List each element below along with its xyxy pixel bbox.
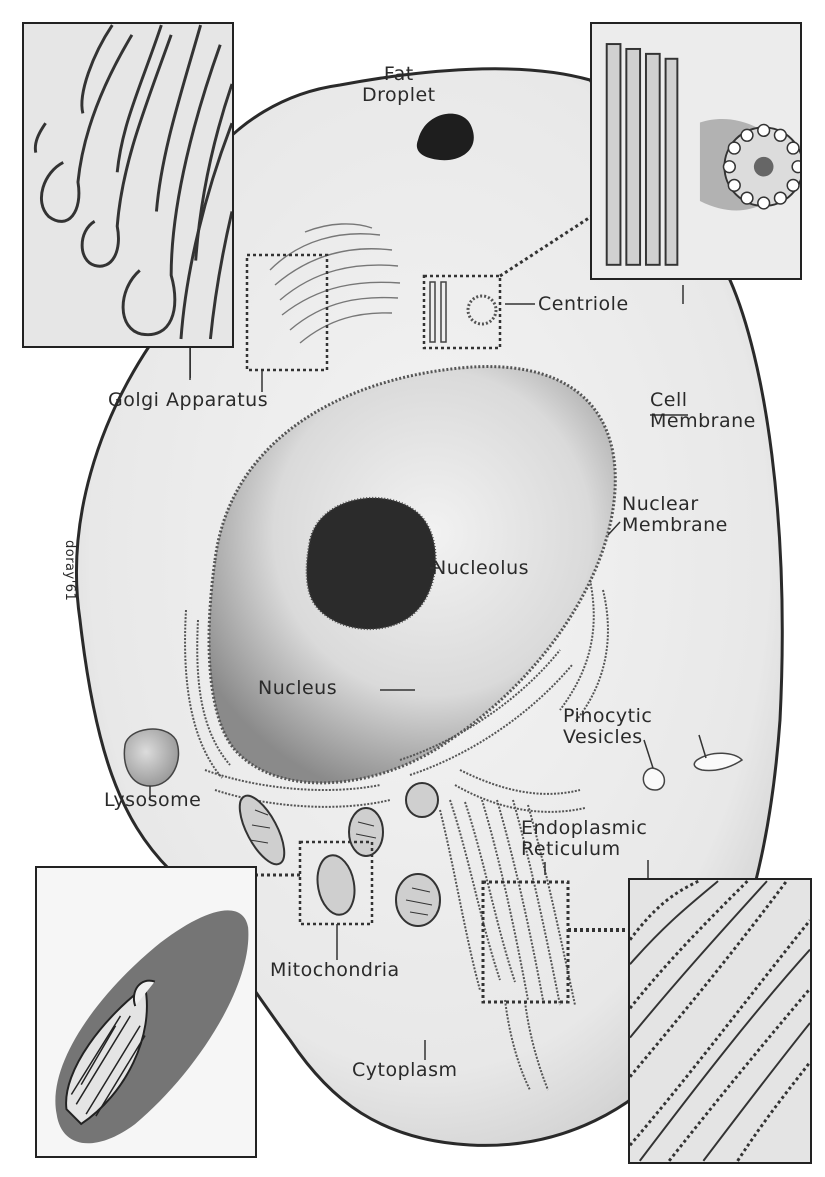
endoplasmic-reticulum-label: Endoplasmic Reticulum bbox=[521, 818, 647, 860]
pinocytic-vesicles-label: Pinocytic Vesicles bbox=[563, 706, 652, 748]
mitochondria-inset bbox=[35, 866, 257, 1158]
centriole-inset bbox=[590, 22, 802, 280]
golgi-inset bbox=[22, 22, 234, 348]
cell-membrane-label: Cell Membrane bbox=[650, 390, 756, 432]
nuclear-membrane-label: Nuclear Membrane bbox=[622, 494, 728, 536]
mitochondria-label: Mitochondria bbox=[270, 960, 400, 981]
cytoplasm-label: Cytoplasm bbox=[352, 1060, 457, 1081]
golgi-inset-art bbox=[24, 24, 232, 346]
artist-signature: doray'61 bbox=[59, 540, 80, 601]
er-inset-art bbox=[630, 880, 810, 1162]
nucleolus-label: Nucleolus bbox=[432, 558, 529, 579]
mitochondria-inset-art bbox=[37, 868, 255, 1156]
lysosome-label: Lysosome bbox=[104, 790, 201, 811]
nucleus-label: Nucleus bbox=[258, 678, 337, 699]
lysosome-shape bbox=[124, 729, 178, 786]
golgi-apparatus-label: Golgi Apparatus bbox=[108, 390, 268, 411]
er-inset bbox=[628, 878, 812, 1164]
centriole-inset-art bbox=[592, 24, 800, 278]
fat-droplet-label: Fat Droplet bbox=[362, 64, 436, 106]
centriole-label: Centriole bbox=[538, 294, 629, 315]
nucleolus-shape bbox=[307, 498, 436, 629]
